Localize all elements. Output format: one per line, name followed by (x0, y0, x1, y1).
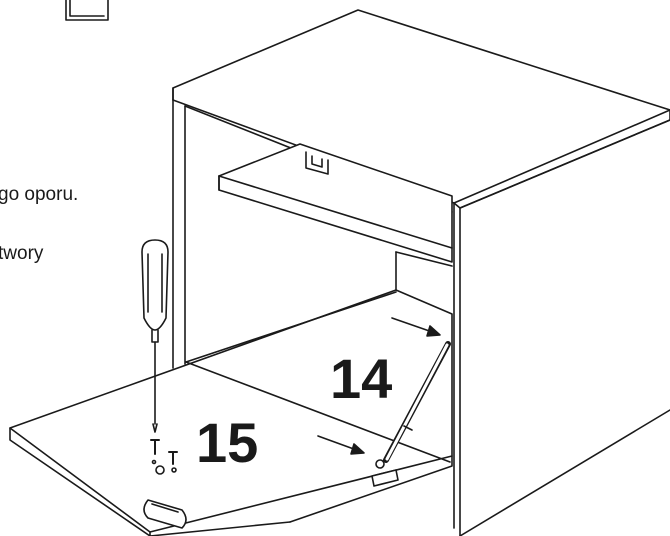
flap-door (9, 289, 453, 536)
instruction-text-line-1: go oporu. (0, 184, 79, 205)
direction-arrows (317, 317, 441, 455)
instruction-text-line-2: twory (0, 243, 44, 264)
screws (150, 439, 178, 475)
cabinet-shelf (218, 143, 453, 263)
door-handle (143, 499, 187, 529)
top-panel-fragment (65, 0, 109, 21)
step-number-15: 15 (196, 411, 258, 474)
cabinet-carcass (172, 9, 670, 536)
gas-strut (371, 341, 451, 487)
screwdriver (141, 239, 169, 433)
step-number-14: 14 (330, 347, 392, 410)
